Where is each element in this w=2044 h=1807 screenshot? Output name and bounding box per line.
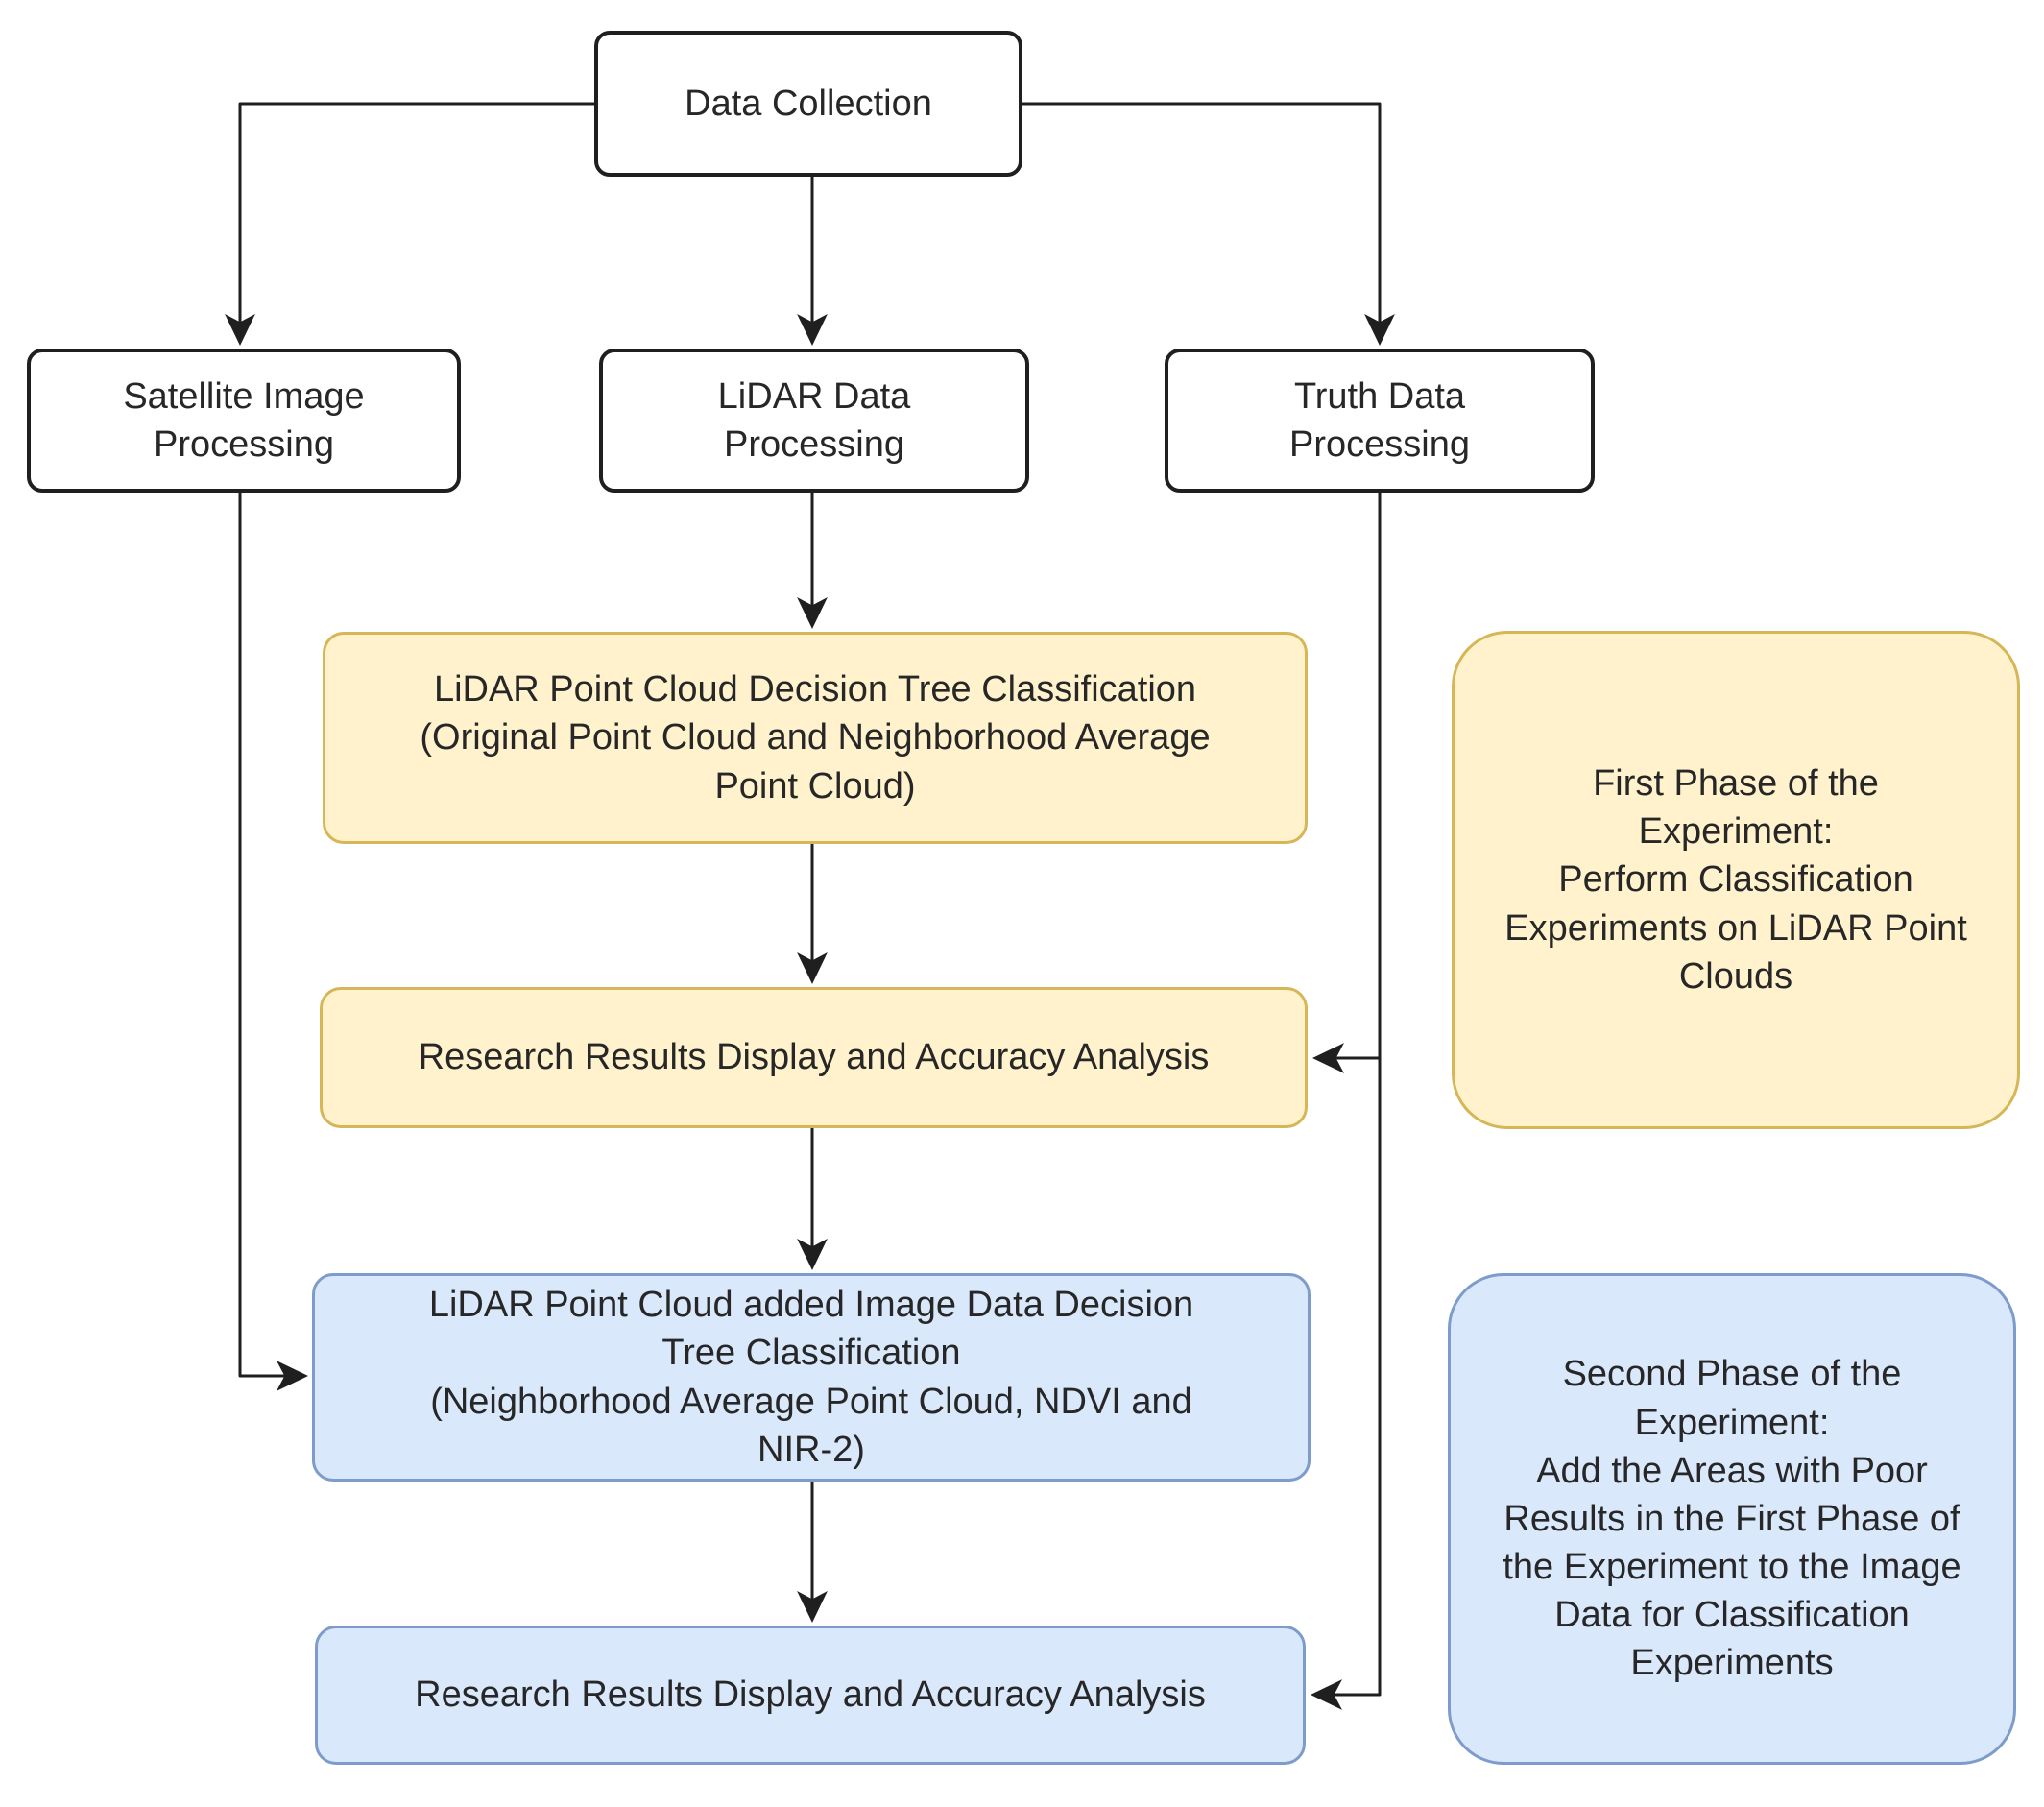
note-label: Second Phase of the Experiment: Add the … (1503, 1354, 1961, 1684)
node-label: LiDAR Point Cloud Decision Tree Classifi… (420, 669, 1211, 807)
node-label: Satellite Image Processing (123, 375, 365, 465)
node-results-phase2: Research Results Display and Accuracy An… (315, 1626, 1306, 1765)
node-lidar-classification: LiDAR Point Cloud Decision Tree Classifi… (323, 632, 1308, 844)
node-label: Research Results Display and Accuracy An… (415, 1674, 1206, 1716)
node-truth-data-processing: Truth Data Processing (1165, 349, 1595, 493)
edge-datacollection-truth (1022, 102, 1395, 346)
note-first-phase: First Phase of the Experiment: Perform C… (1452, 631, 2020, 1129)
node-label: Data Collection (685, 83, 932, 124)
note-second-phase: Second Phase of the Experiment: Add the … (1448, 1273, 2016, 1765)
node-label: Truth Data Processing (1289, 375, 1470, 465)
node-lidar-data-processing: LiDAR Data Processing (599, 349, 1029, 493)
node-satellite-image-processing: Satellite Image Processing (27, 349, 461, 493)
note-label: First Phase of the Experiment: Perform C… (1504, 763, 1967, 997)
edge-satellite-imageclassification (238, 493, 308, 1391)
edge-truth-results2 (1311, 493, 1382, 1710)
node-label: Research Results Display and Accuracy An… (418, 1037, 1210, 1078)
node-label: LiDAR Point Cloud added Image Data Decis… (428, 1285, 1194, 1470)
node-results-phase1: Research Results Display and Accuracy An… (320, 987, 1308, 1128)
node-data-collection: Data Collection (594, 31, 1022, 177)
node-label: LiDAR Data Processing (717, 375, 911, 465)
edge-datacollection-satellite (225, 102, 594, 346)
node-lidar-image-classification: LiDAR Point Cloud added Image Data Decis… (312, 1273, 1311, 1482)
